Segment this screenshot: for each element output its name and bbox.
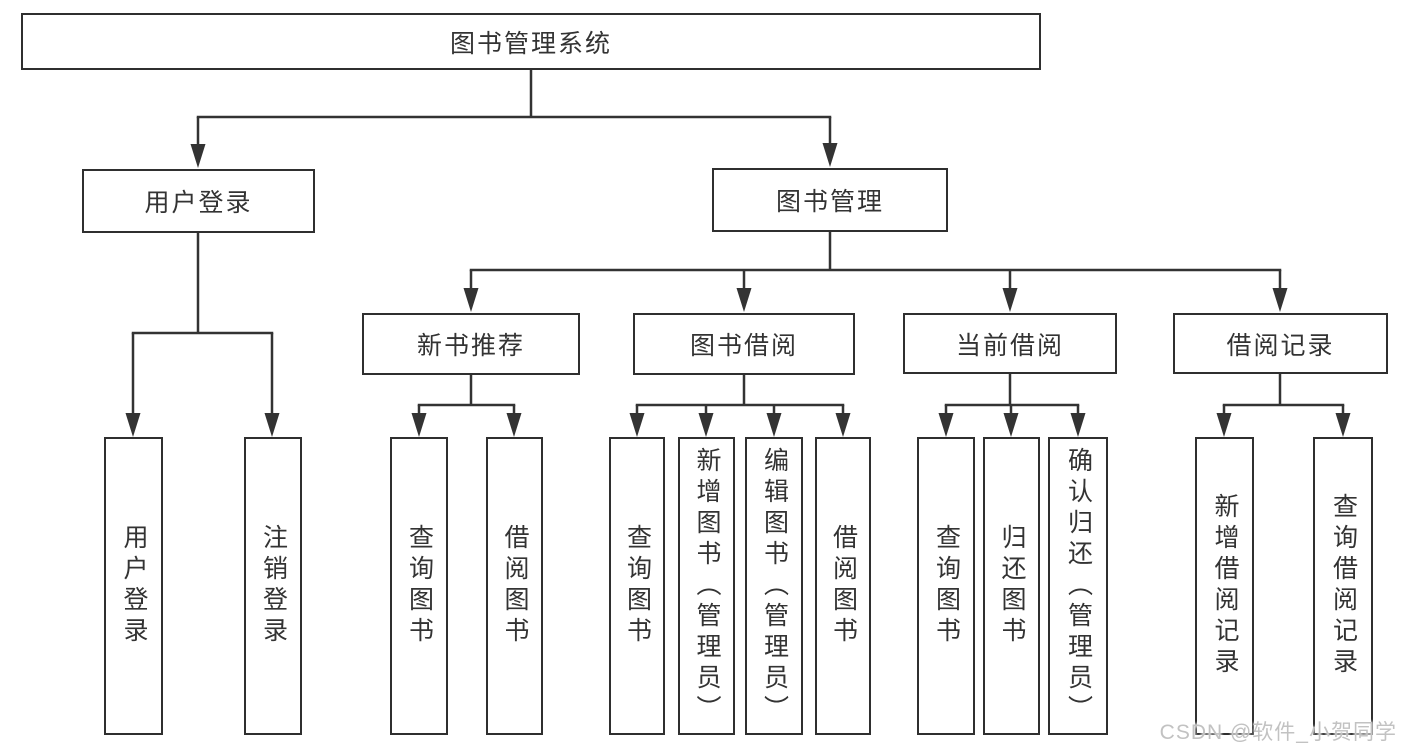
node-label: 归还图书 bbox=[998, 524, 1026, 648]
node-label: 借阅记录 bbox=[1226, 331, 1335, 360]
leaf-borrow-books-recommend: 借阅图书 bbox=[486, 437, 543, 735]
leaf-borrow-books-borrow: 借阅图书 bbox=[815, 437, 871, 735]
node-library-management-system: 图书管理系统 bbox=[21, 13, 1041, 70]
leaf-add-borrow-record: 新增借阅记录 bbox=[1195, 437, 1254, 735]
node-label: 新书推荐 bbox=[416, 332, 525, 360]
node-current-borrowing: 当前借阅 bbox=[903, 313, 1117, 374]
node-label: 用户登录 bbox=[144, 189, 253, 217]
leaf-query-borrow-record: 查询借阅记录 bbox=[1313, 437, 1373, 735]
node-label: 新增借阅记录 bbox=[1211, 493, 1239, 679]
node-label: 查询图书 bbox=[405, 524, 434, 648]
node-label: 当前借阅 bbox=[955, 331, 1064, 360]
node-label: 查询借阅记录 bbox=[1329, 493, 1358, 679]
leaf-query-books-borrow: 查询图书 bbox=[609, 437, 665, 735]
node-label: 新增图书（管理员） bbox=[693, 446, 721, 726]
node-label: 图书借阅 bbox=[689, 332, 798, 360]
leaf-logout-login: 注销登录 bbox=[244, 437, 302, 735]
leaf-user-login: 用户登录 bbox=[104, 437, 163, 735]
node-label: 借阅图书 bbox=[829, 524, 858, 648]
node-label: 用户登录 bbox=[120, 524, 148, 648]
leaf-return-books: 归还图书 bbox=[983, 437, 1040, 735]
csdn-watermark: CSDN @软件_小贺同学 bbox=[1159, 721, 1397, 744]
node-label: 图书管理系统 bbox=[449, 29, 612, 58]
node-new-book-recommendation: 新书推荐 bbox=[362, 313, 580, 375]
leaf-add-books-admin: 新增图书（管理员） bbox=[678, 437, 735, 735]
leaf-edit-books-admin: 编辑图书（管理员） bbox=[745, 437, 803, 735]
node-label: 查询图书 bbox=[623, 524, 652, 648]
node-label: 查询图书 bbox=[932, 524, 961, 648]
leaf-confirm-return-admin: 确认归还（管理员） bbox=[1048, 437, 1108, 735]
node-label: 确认归还（管理员） bbox=[1064, 446, 1093, 726]
node-book-management: 图书管理 bbox=[712, 168, 948, 232]
node-user-login: 用户登录 bbox=[82, 169, 315, 233]
node-label: 编辑图书（管理员） bbox=[760, 446, 789, 726]
node-label: 注销登录 bbox=[259, 524, 288, 648]
node-borrowing-records: 借阅记录 bbox=[1173, 313, 1388, 374]
node-label: 图书管理 bbox=[775, 188, 884, 216]
node-book-borrowing: 图书借阅 bbox=[633, 313, 855, 375]
node-label: 借阅图书 bbox=[501, 524, 529, 648]
leaf-query-books-recommend: 查询图书 bbox=[390, 437, 448, 735]
leaf-query-books-current: 查询图书 bbox=[917, 437, 975, 735]
